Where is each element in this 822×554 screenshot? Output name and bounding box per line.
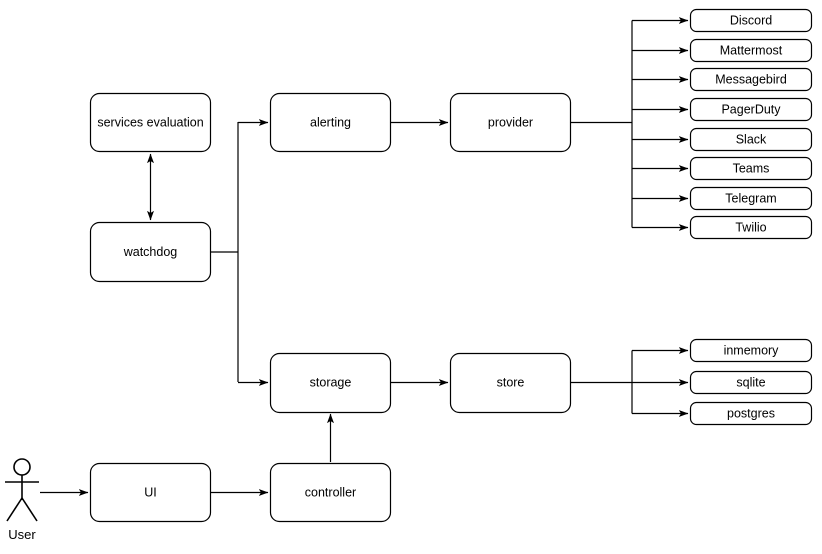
watchdog-box[interactable] <box>89 221 212 283</box>
sqlite-label: sqlite <box>736 375 765 389</box>
services-evaluation-label: services evaluation <box>97 115 203 129</box>
store-target-sqlite[interactable]: sqlite <box>689 370 813 395</box>
twilio-label: Twilio <box>735 220 766 234</box>
teams-box[interactable] <box>689 156 813 181</box>
watchdog-label: watchdog <box>123 245 178 259</box>
alerting-label: alerting <box>310 115 351 129</box>
inmemory-box[interactable] <box>689 338 813 363</box>
provider-target-pagerduty[interactable]: PagerDuty <box>689 97 813 122</box>
actor-leg-left-icon <box>6 497 23 522</box>
provider-target-messagebird[interactable]: Messagebird <box>689 67 813 92</box>
storage-box[interactable] <box>269 352 392 414</box>
user-actor-label: User <box>8 527 36 542</box>
messagebird-box[interactable] <box>689 67 813 92</box>
postgres-box[interactable] <box>689 401 813 426</box>
mattermost-box[interactable] <box>689 38 813 63</box>
discord-box[interactable] <box>689 8 813 33</box>
ui-box[interactable] <box>89 462 212 523</box>
inmemory-label: inmemory <box>724 343 780 357</box>
node-storage[interactable]: storage <box>269 352 392 414</box>
pagerduty-label: PagerDuty <box>721 102 781 116</box>
sqlite-box[interactable] <box>689 370 813 395</box>
provider-target-teams[interactable]: Teams <box>689 156 813 181</box>
mattermost-label: Mattermost <box>720 43 783 57</box>
provider-target-slack[interactable]: Slack <box>689 127 813 152</box>
slack-label: Slack <box>736 132 767 146</box>
provider-label: provider <box>488 115 533 129</box>
slack-box[interactable] <box>689 127 813 152</box>
provider-target-twilio[interactable]: Twilio <box>689 215 813 240</box>
store-target-postgres[interactable]: postgres <box>689 401 813 426</box>
provider-target-mattermost[interactable]: Mattermost <box>689 38 813 63</box>
store-label: store <box>497 375 525 389</box>
pagerduty-box[interactable] <box>689 97 813 122</box>
ui-label: UI <box>144 485 157 499</box>
store-target-inmemory[interactable]: inmemory <box>689 338 813 363</box>
telegram-label: Telegram <box>725 191 776 205</box>
user-actor[interactable]: User <box>5 458 39 542</box>
store-box[interactable] <box>449 352 572 414</box>
node-store[interactable]: store <box>449 352 572 414</box>
twilio-box[interactable] <box>689 215 813 240</box>
node-alerting[interactable]: alerting <box>269 92 392 153</box>
postgres-label: postgres <box>727 406 775 420</box>
actor-leg-right-icon <box>21 497 38 522</box>
node-controller[interactable]: controller <box>269 462 392 523</box>
node-watchdog[interactable]: watchdog <box>89 221 212 283</box>
provider-target-telegram[interactable]: Telegram <box>689 186 813 211</box>
controller-label: controller <box>305 485 356 499</box>
alerting-box[interactable] <box>269 92 392 153</box>
discord-label: Discord <box>730 13 772 27</box>
telegram-box[interactable] <box>689 186 813 211</box>
provider-target-discord[interactable]: Discord <box>689 8 813 33</box>
controller-box[interactable] <box>269 462 392 523</box>
actor-head-icon <box>13 458 31 476</box>
storage-label: storage <box>310 375 352 389</box>
node-provider[interactable]: provider <box>449 92 572 153</box>
connectors-layer <box>40 17 689 496</box>
messagebird-label: Messagebird <box>715 72 787 86</box>
node-ui[interactable]: UI <box>89 462 212 523</box>
services-evaluation-box[interactable] <box>89 92 212 153</box>
provider-box[interactable] <box>449 92 572 153</box>
teams-label: Teams <box>733 161 770 175</box>
node-services-evaluation[interactable]: services evaluation <box>89 92 212 153</box>
